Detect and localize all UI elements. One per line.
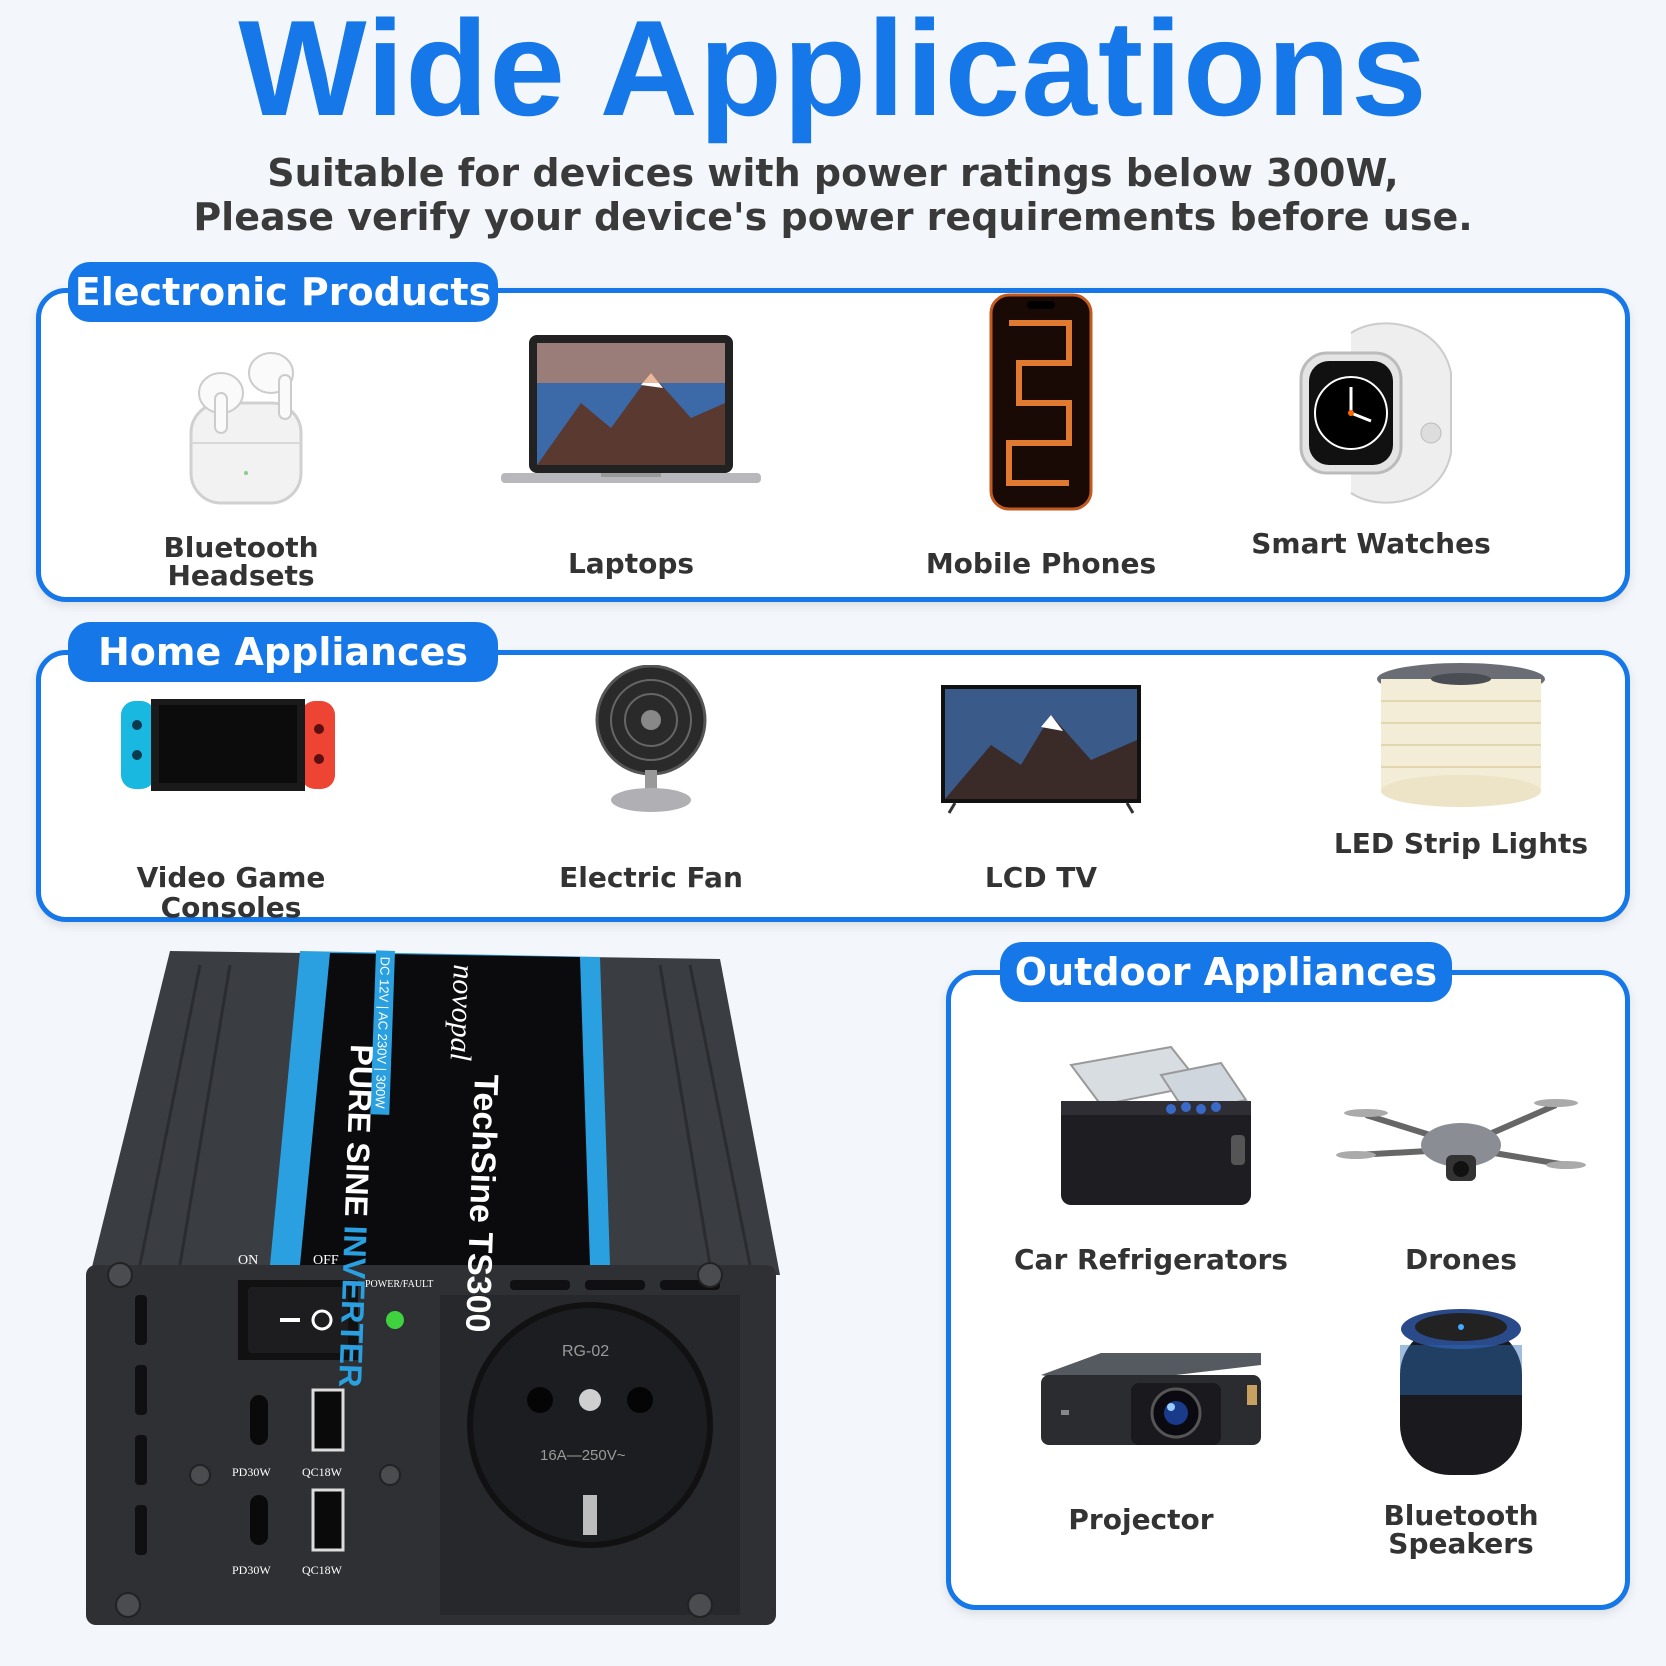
home-appliances-panel: Video Game Consoles Electric Fan LCD TV — [36, 650, 1630, 925]
port-label-1: PD30W — [232, 1465, 271, 1479]
item-drones: Drones — [1331, 1045, 1591, 1275]
watch-icon — [1299, 322, 1452, 504]
port-label-4: QC18W — [302, 1563, 342, 1577]
port-label-2: QC18W — [302, 1465, 342, 1479]
page-title: Wide Applications — [238, 0, 1428, 144]
inverter-illustration — [86, 951, 780, 1625]
home-appliances-label: Home Appliances — [68, 622, 498, 682]
port-label-3: PD30W — [232, 1563, 271, 1577]
electronic-products-panel: Bluetooth Headsets Laptops Mobile Phones — [36, 288, 1630, 602]
item-label: Car Refrigerators — [1014, 1243, 1288, 1276]
projector-icon — [1041, 1353, 1261, 1445]
switch-off-label: OFF — [313, 1253, 339, 1268]
item-electric-fan: Electric Fan — [521, 665, 781, 925]
led-reel-icon — [1377, 663, 1545, 807]
item-label: Bluetooth — [163, 531, 319, 564]
item-bluetooth-headsets: Bluetooth Headsets — [101, 333, 381, 603]
item-label: Drones — [1405, 1243, 1517, 1276]
game-console-icon — [121, 699, 335, 791]
item-bluetooth-speakers: Bluetooth Speakers — [1331, 1305, 1591, 1575]
item-label: Video Game Consoles — [136, 861, 326, 924]
item-laptops: Laptops — [501, 333, 761, 603]
item-label: Laptops — [567, 547, 695, 580]
laptop-icon — [501, 335, 761, 483]
item-label: Headsets — [167, 559, 315, 592]
drone-icon — [1336, 1099, 1586, 1181]
subtitle-line-2: Please verify your device's power requir… — [193, 195, 1473, 239]
item-projector: Projector — [991, 1345, 1291, 1575]
subtitle-line-1: Suitable for devices with power ratings … — [267, 151, 1399, 195]
item-led-strip-lights: LED Strip Lights — [1311, 661, 1611, 921]
item-label: Mobile Phones — [925, 547, 1157, 580]
item-lcd-tv: LCD TV — [921, 685, 1161, 925]
item-mobile-phones: Mobile Phones — [911, 293, 1171, 593]
power-inverter: novopal TechSine TS300 DC 12V | AC 230V … — [80, 935, 800, 1635]
electronic-products-label: Electronic Products — [68, 262, 498, 322]
socket-model: RG-02 — [562, 1343, 610, 1360]
item-label: Smart Watches — [1251, 527, 1491, 560]
item-smart-watches: Smart Watches — [1221, 313, 1521, 593]
item-video-game-consoles: Video Game Consoles — [71, 685, 391, 925]
item-label: Projector — [1068, 1503, 1214, 1536]
product-line-accent: INVERTER — [332, 1225, 374, 1388]
inverter-brand: novopal — [443, 963, 480, 1062]
item-label: LCD TV — [984, 861, 1098, 894]
indicator-label: POWER/FAULT — [365, 1279, 434, 1290]
speaker-icon — [1400, 1309, 1522, 1475]
item-label: Speakers — [1388, 1527, 1534, 1560]
item-label: LED Strip Lights — [1333, 827, 1589, 860]
tv-icon — [941, 685, 1141, 814]
fan-icon — [595, 665, 707, 812]
phone-icon — [989, 293, 1093, 511]
socket-rating: 16A—250V~ — [540, 1447, 626, 1464]
outdoor-appliances-label: Outdoor Appliances — [1000, 942, 1452, 1002]
fridge-icon — [1061, 1045, 1251, 1205]
product-line-text: PURE SINE — [337, 1043, 380, 1227]
item-label: Electric Fan — [559, 861, 743, 894]
item-car-refrigerators: Car Refrigerators — [1001, 1045, 1301, 1275]
outdoor-appliances-panel: Car Refrigerators Drones — [946, 970, 1630, 1610]
earbuds-icon — [189, 352, 303, 505]
item-label: Bluetooth — [1383, 1499, 1539, 1532]
switch-on-label: ON — [238, 1253, 259, 1268]
